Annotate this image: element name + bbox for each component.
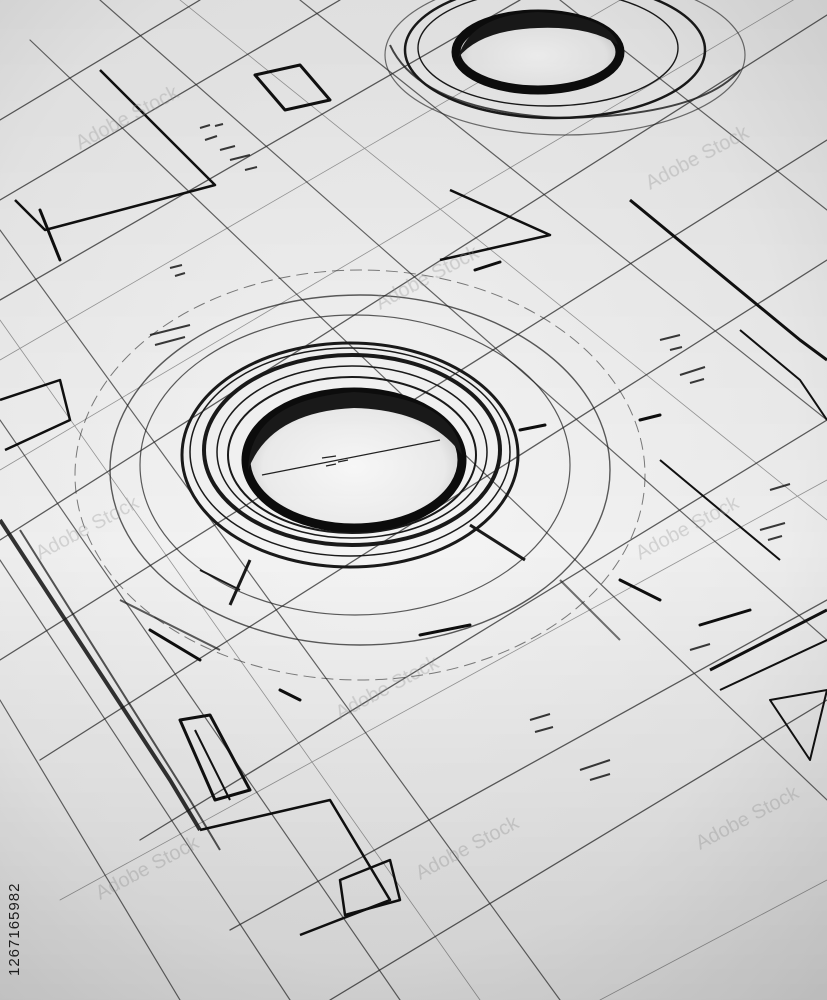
stock-image-id: 1267165982	[6, 882, 23, 976]
